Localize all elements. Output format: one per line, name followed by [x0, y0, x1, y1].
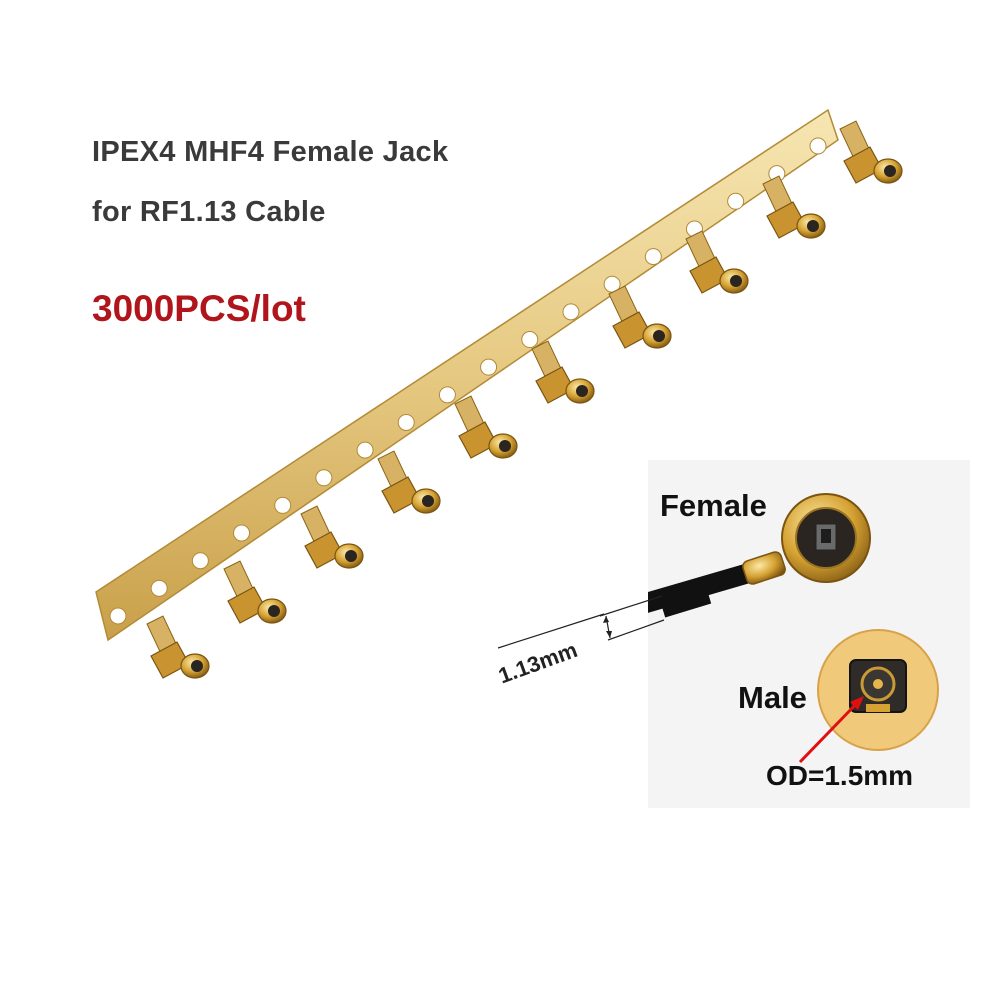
connector-jack	[608, 285, 672, 349]
strip-hole	[521, 331, 539, 349]
strip-hole	[150, 579, 168, 597]
strip-hole	[274, 496, 292, 514]
connector-jack	[762, 175, 826, 239]
product-title-line-1: IPEX4 MHF4 Female Jack	[92, 136, 449, 168]
female-connector	[742, 493, 871, 585]
od-label: OD=1.5mm	[766, 760, 914, 791]
connector-jack	[300, 505, 364, 569]
connector-jack	[531, 340, 595, 404]
strip-hole	[191, 552, 209, 570]
strip-hole	[356, 441, 374, 459]
strip-hole	[109, 607, 127, 625]
male-connector	[817, 629, 939, 751]
connector-jack	[377, 450, 441, 514]
strip-hole	[438, 386, 456, 404]
strip-hole	[809, 137, 827, 155]
male-label: Male	[738, 680, 807, 715]
strip-hole	[397, 413, 415, 431]
connector-jacks	[146, 120, 903, 679]
strip-hole	[727, 192, 745, 210]
strip-hole	[233, 524, 251, 542]
od-arrow	[798, 698, 862, 764]
strip-hole	[315, 469, 333, 487]
product-title-line-2: for RF1.13 Cable	[92, 196, 326, 228]
od-arrow-head	[850, 696, 864, 710]
female-label: Female	[660, 488, 767, 523]
quantity-label: 3000PCS/lot	[92, 288, 306, 329]
strip-holes	[109, 137, 827, 625]
connector-jack	[146, 615, 210, 679]
connector-jack	[685, 230, 749, 294]
strip-hole	[644, 248, 662, 266]
connector-detail-inset: Female Male OD=1.5mm	[648, 460, 970, 808]
connector-jack	[223, 560, 287, 624]
connector-jack	[454, 395, 518, 459]
connector-jack	[839, 120, 903, 184]
strip-hole	[480, 358, 498, 376]
strip-hole	[562, 303, 580, 321]
